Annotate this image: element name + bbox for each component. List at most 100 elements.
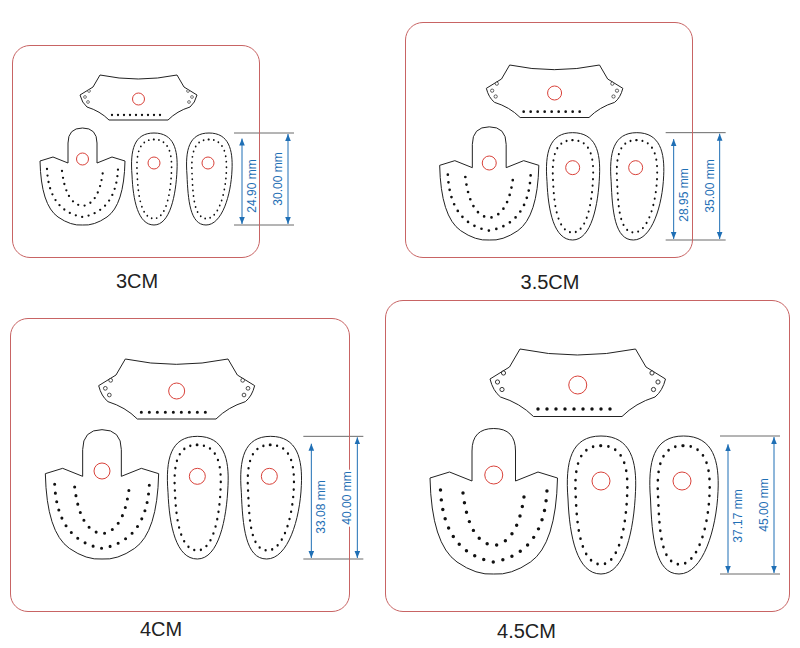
lace-hole — [612, 95, 615, 98]
lace-hole — [109, 378, 113, 382]
size-label: 3.5CM — [521, 270, 580, 294]
center-hole — [202, 157, 214, 169]
stitch-holes — [575, 446, 627, 565]
lace-hole — [103, 386, 107, 390]
stitch-holes — [448, 175, 531, 231]
size-panel: 4.5CM — [385, 300, 790, 612]
extension-line — [234, 133, 294, 134]
lace-hole — [651, 387, 655, 391]
size-label: 4.5CM — [497, 619, 556, 643]
dimension-line — [728, 444, 729, 573]
pattern-outline — [80, 75, 197, 120]
pattern-outline — [486, 65, 622, 118]
center-hole — [169, 383, 185, 399]
center-hole — [133, 93, 145, 105]
lace-hole — [187, 90, 190, 93]
pattern-outline — [650, 436, 718, 574]
pattern-outline — [490, 349, 666, 417]
center-hole — [569, 376, 587, 394]
dimension-line — [311, 444, 312, 558]
extension-line — [720, 574, 780, 575]
center-hole — [548, 86, 562, 100]
extension-line — [234, 225, 294, 226]
lace-hole — [191, 96, 194, 99]
center-hole — [261, 468, 277, 484]
dimension-line — [673, 139, 674, 239]
dimension-label: 33.08 mm — [314, 479, 328, 536]
center-hole — [629, 161, 643, 175]
stitch-holes — [465, 177, 513, 218]
pattern-outline — [187, 133, 233, 225]
lace-hole — [491, 89, 494, 92]
dimension-label: 40.00 mm — [340, 469, 354, 526]
lace-hole — [495, 380, 499, 384]
lace-hole — [500, 387, 504, 391]
center-hole — [94, 463, 110, 479]
lace-hole — [615, 89, 618, 92]
stitch-holes — [55, 484, 150, 548]
stitch-holes — [175, 445, 221, 550]
dimension-label: 28.95 mm — [677, 166, 691, 223]
lace-hole — [88, 90, 91, 93]
stitch-holes — [617, 140, 657, 232]
stitch-holes — [192, 139, 227, 218]
stitch-holes — [248, 445, 294, 550]
lace-hole — [246, 386, 250, 390]
center-hole — [592, 472, 610, 490]
lace-hole — [495, 82, 498, 85]
pattern-outline — [567, 436, 635, 574]
pattern-set — [440, 65, 664, 240]
stitch-holes — [524, 110, 586, 113]
stitch-holes — [538, 407, 618, 410]
extension-line — [666, 240, 726, 241]
pattern-outline — [440, 127, 539, 240]
pattern-outline — [132, 133, 178, 225]
lace-hole — [611, 82, 614, 85]
dimension-label: 45.00 mm — [757, 476, 771, 533]
lace-hole — [242, 393, 246, 397]
lace-hole — [107, 393, 111, 397]
center-hole — [189, 468, 205, 484]
lace-hole — [84, 96, 87, 99]
dimension-line — [774, 437, 775, 573]
pattern-set — [45, 359, 301, 559]
pattern-set — [40, 75, 232, 225]
dimension-line — [719, 134, 720, 239]
center-hole — [482, 156, 496, 170]
lace-hole — [241, 378, 245, 382]
stitch-holes — [112, 114, 165, 116]
dimension-label: 30.00 mm — [271, 150, 285, 207]
dimension-label: 35.00 mm — [703, 158, 717, 215]
stitch-holes — [62, 171, 103, 206]
stitch-holes — [141, 411, 212, 414]
lace-hole — [656, 380, 660, 384]
size-panel: 3.5CM — [405, 22, 693, 258]
stitch-holes — [441, 490, 548, 562]
lace-hole — [501, 371, 505, 375]
center-hole — [77, 153, 89, 165]
stitch-holes — [47, 169, 118, 217]
lace-hole — [87, 101, 90, 104]
pattern-set — [430, 349, 718, 574]
pattern-outline — [611, 133, 664, 240]
center-hole — [485, 466, 503, 484]
center-hole — [566, 161, 580, 175]
pattern-outline — [45, 430, 158, 559]
size-panel: 3CM — [12, 45, 260, 258]
size-panel: 4CM — [10, 318, 350, 612]
stitch-holes — [553, 140, 593, 232]
extension-line — [303, 559, 363, 560]
center-hole — [148, 157, 160, 169]
extension-line — [720, 436, 780, 437]
dimension-line — [288, 134, 289, 224]
dimension-label: 37.17 mm — [731, 487, 745, 544]
stitch-holes — [658, 446, 710, 565]
size-label: 4CM — [140, 617, 182, 641]
pattern-outline — [167, 436, 228, 559]
lace-hole — [650, 371, 654, 375]
pattern-outline — [546, 133, 599, 240]
pattern-outline — [40, 128, 125, 225]
lace-hole — [494, 95, 497, 98]
dimension-line — [357, 437, 358, 558]
extension-line — [666, 132, 726, 133]
